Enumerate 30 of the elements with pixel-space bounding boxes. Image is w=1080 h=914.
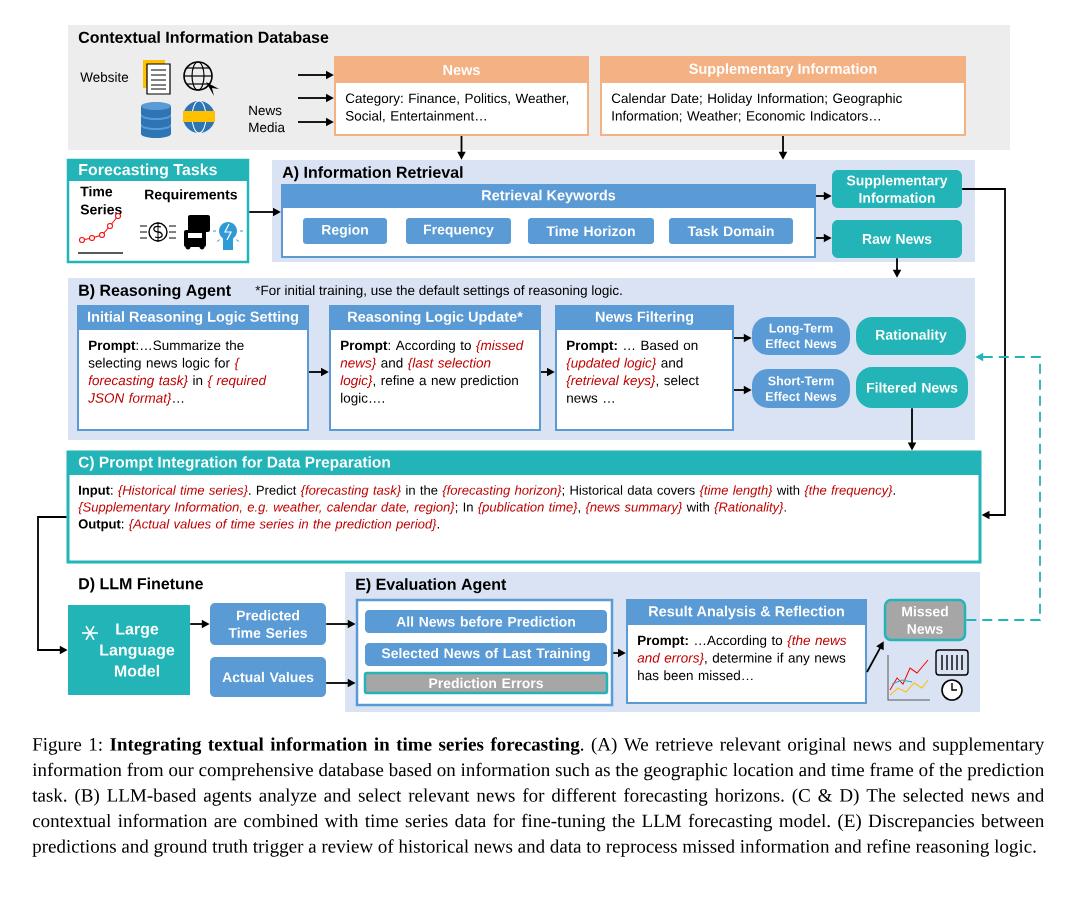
prompt-box: Initial Reasoning Logic Setting Prompt:…Summarize the selecting news logic for { forecasting task} in { required JSON format}… — [77, 305, 309, 431]
prompt-box: News Filtering Prompt: … Based on {updated logic} and {retrieval keys}, select news … — [555, 305, 734, 431]
category-box: Supplementary Information Calendar Date; Holiday Information; Geographic Information; Weather; Economic Indicators… — [600, 56, 966, 136]
input-bar: All News before Prediction — [365, 610, 607, 633]
label: News Media — [249, 105, 285, 133]
data-box: Predicted Time Series — [210, 603, 326, 645]
arrow — [961, 188, 1006, 520]
missed-news-box: Missed News — [883, 598, 967, 642]
output-box: Raw News — [832, 220, 962, 258]
keyword-button: Task Domain — [669, 218, 793, 244]
keyword-button: Region — [303, 218, 387, 244]
input-bar: Prediction Errors — [363, 671, 609, 695]
output-box: Supplementary Information — [832, 170, 962, 208]
category-box: News Category: Finance, Politics, Weather, Social, Entertainment… — [334, 56, 589, 136]
news-type-pill: Short-Term Effect News — [752, 369, 850, 408]
input-bar: Selected News of Last Training — [365, 643, 607, 666]
prompt-panel: C) Prompt Integration for Data Preparation Input: {Historical time series}. Predict {forecasting task} in the {forecasting horizon}; Historical data covers {time length} with {the frequency}. {Supplementary Information, e.g. weather, calendar date, region}; In {publication time}, {news summary} with {Rationality}. Output: {Actual values of time series in the prediction period}. — [66, 450, 982, 564]
label: D) LLM Finetune — [79, 577, 203, 593]
keyword-button: Frequency — [406, 218, 511, 244]
label: Website — [80, 72, 129, 82]
data-box: Actual Values — [210, 657, 326, 697]
task-box: Forecasting Tasks Time Series Requirements — [66, 158, 250, 264]
prompt-box: Reasoning Logic Update* Prompt: According to {missed news} and {last selection logic}, refine a new prediction logic…. — [329, 305, 541, 431]
keyword-button: Time Horizon — [528, 218, 654, 244]
caption: Figure 1: Integrating textual information in time series forecasting. (A) We retrieve relevant original news and supplementary information from our comprehensive database based on information such as the geographic location and time frame of the prediction task. (B) LLM-based agents analyze and select relevant news for different forecasting horizons. (C & D) The selected news and contextual information are combined with time series data for fine-tuning the LLM forecasting model. (E) Discrepancies between predictions and ground truth trigger a review of historical news and data to reprocess missed information and refine reasoning logic. — [32, 737, 1045, 857]
result-pill: Filtered News — [856, 367, 968, 408]
analysis-box: Result Analysis & Reflection Prompt: …According to {the news and errors}, determine if any news has been missed… — [626, 599, 867, 704]
news-type-pill: Long-Term Effect News — [752, 317, 850, 355]
model-box: Large Language Model — [68, 605, 190, 695]
result-pill: Rationality — [856, 317, 966, 355]
